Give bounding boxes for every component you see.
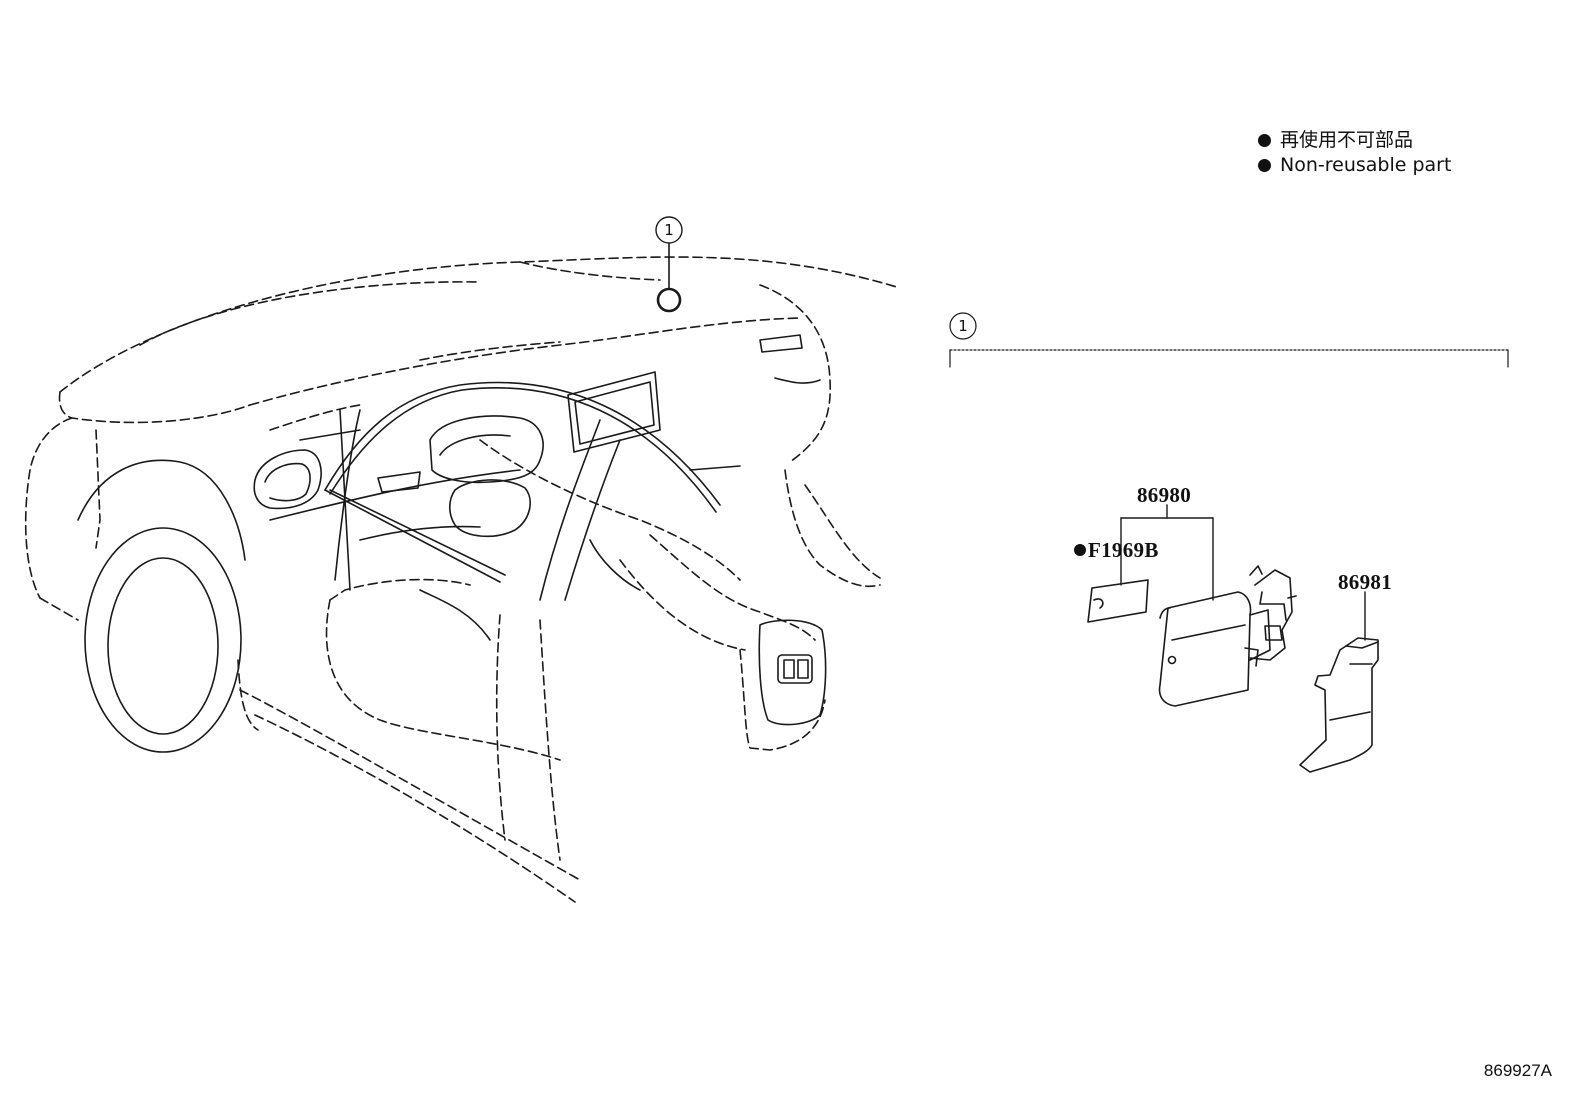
part-86980-module [1158,565,1297,707]
non-reusable-bullet-icon [1074,544,1086,556]
bullet-icon [1258,134,1271,147]
legend-row-en: Non-reusable part [1258,153,1451,178]
legend-row-jp: 再使用不可部品 [1258,128,1451,153]
car-solid-details [77,334,827,753]
part-number-86981[interactable]: 86981 [1338,570,1392,594]
group-bracket [949,312,1509,368]
part-number-f1969b-label: F1969B [1088,538,1159,562]
center-console [758,619,827,726]
legend-label-jp: 再使用不可部品 [1280,129,1414,151]
instrument-cluster [429,415,544,484]
part-f1969b-sheet [1087,579,1149,623]
callout-number-car: 1 [664,221,674,239]
car-body-outline [24,256,901,903]
part-86981-cover [1299,637,1379,773]
legend-label-en: Non-reusable part [1280,154,1452,176]
leader-lines-86980 [1120,504,1366,641]
callout-number-group: 1 [958,317,968,335]
legend: 再使用不可部品 Non-reusable part [1258,128,1451,178]
part-number-f1969b[interactable]: F1969B [1074,538,1159,563]
side-mirror [253,449,322,510]
center-display [567,371,661,453]
bullet-icon [1258,159,1271,172]
diagram-code: 869927A [1483,1061,1552,1080]
part-number-86980[interactable]: 86980 [1137,483,1191,507]
part-location-marker [655,216,683,313]
front-wheel [84,527,242,753]
